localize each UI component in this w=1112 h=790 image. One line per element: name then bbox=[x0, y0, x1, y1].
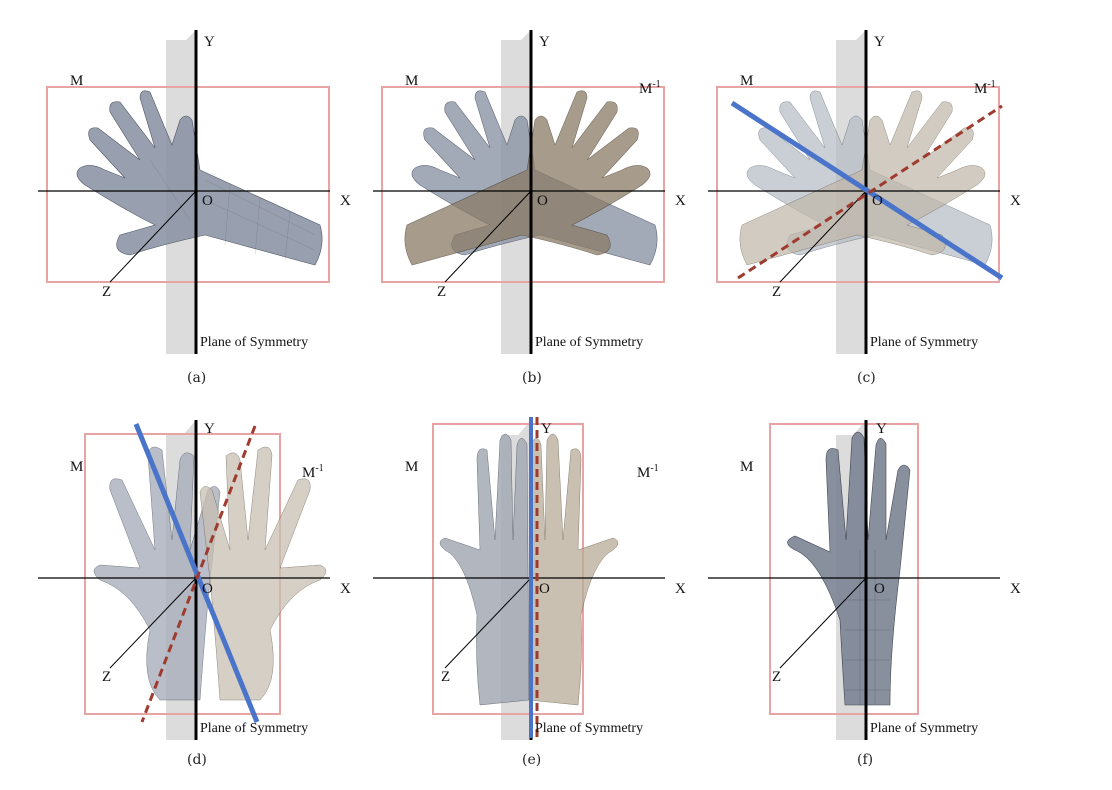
y-axis-label: Y bbox=[204, 421, 215, 437]
x-axis-label: X bbox=[675, 581, 686, 597]
bounding-frame bbox=[381, 86, 665, 283]
panel-d-figure bbox=[38, 420, 330, 740]
model-label: M bbox=[405, 459, 419, 475]
mirror-axis-line bbox=[140, 425, 257, 723]
z-axis-label: Z bbox=[102, 284, 112, 300]
panel-e-figure bbox=[373, 417, 665, 740]
panel-c: Y X Z O M M-1 Plane of Symmetry (c) bbox=[700, 20, 1040, 410]
mirror-model-label: M-1 bbox=[639, 79, 661, 97]
bounding-frame bbox=[716, 86, 1000, 283]
plane-label: Plane of Symmetry bbox=[200, 721, 309, 736]
symmetry-plane-top bbox=[836, 30, 866, 60]
symmetry-plane-top bbox=[501, 30, 531, 60]
y-axis-label: Y bbox=[541, 421, 552, 437]
x-axis-label: X bbox=[340, 581, 351, 597]
z-axis bbox=[779, 577, 867, 669]
model-label: M bbox=[405, 73, 419, 89]
caption-b: (b) bbox=[522, 370, 542, 386]
y-axis-label: Y bbox=[876, 421, 887, 437]
panel-d: Y X Z O M M-1 Plane of Symmetry (d) bbox=[30, 400, 370, 790]
origin-label: O bbox=[202, 581, 213, 597]
z-axis bbox=[109, 190, 197, 283]
panel-b: Y X Z O M M-1 Plane of Symmetry (b) bbox=[365, 20, 705, 410]
z-axis bbox=[109, 577, 197, 669]
hand-mesh bbox=[93, 446, 221, 701]
origin-label: O bbox=[872, 193, 883, 209]
principal-axis-line bbox=[730, 100, 1004, 281]
x-axis-label: X bbox=[675, 193, 686, 209]
caption-f: (f) bbox=[857, 752, 874, 768]
caption-e: (e) bbox=[522, 752, 542, 768]
caption-a: (a) bbox=[187, 370, 207, 386]
bounding-frame bbox=[769, 423, 919, 715]
plane-label: Plane of Symmetry bbox=[870, 721, 979, 736]
caption-d: (d) bbox=[187, 752, 207, 768]
panel-f: Y X Z O M Plane of Symmetry (f) bbox=[700, 400, 1040, 790]
origin-label: O bbox=[202, 193, 213, 209]
z-axis bbox=[444, 577, 532, 669]
y-axis-label: Y bbox=[204, 34, 215, 50]
z-axis bbox=[444, 190, 532, 283]
plane-label: Plane of Symmetry bbox=[535, 721, 644, 736]
caption-c: (c) bbox=[857, 370, 876, 386]
z-axis bbox=[779, 190, 867, 283]
plane-label: Plane of Symmetry bbox=[870, 335, 979, 350]
mirror-model-label: M-1 bbox=[974, 79, 996, 97]
y-axis-label: Y bbox=[874, 34, 885, 50]
mirror-axis-line bbox=[737, 104, 1003, 280]
model-label: M bbox=[70, 73, 84, 89]
bounding-frame bbox=[46, 86, 330, 283]
mirrored-hand-mesh bbox=[404, 90, 651, 266]
z-axis-label: Z bbox=[102, 669, 112, 685]
z-axis-label: Z bbox=[772, 284, 782, 300]
x-axis-label: X bbox=[1010, 581, 1021, 597]
z-axis-label: Z bbox=[441, 669, 451, 685]
hand-mesh bbox=[439, 433, 530, 706]
panel-a-figure bbox=[38, 30, 330, 354]
mirrored-hand-mesh bbox=[199, 446, 327, 701]
symmetry-plane-top bbox=[166, 420, 196, 455]
plane-label: Plane of Symmetry bbox=[535, 335, 644, 350]
model-label: M bbox=[70, 459, 84, 475]
origin-label: O bbox=[537, 193, 548, 209]
origin-label: O bbox=[874, 581, 885, 597]
hand-mesh bbox=[787, 431, 911, 706]
mirrored-hand-mesh bbox=[528, 433, 619, 706]
y-axis-label: Y bbox=[539, 34, 550, 50]
panel-c-figure bbox=[708, 30, 1004, 354]
z-axis-label: Z bbox=[772, 669, 782, 685]
z-axis-label: Z bbox=[437, 284, 447, 300]
mirrored-hand-mesh bbox=[739, 90, 986, 266]
principal-axis-line bbox=[133, 423, 260, 723]
mirror-model-label: M-1 bbox=[637, 463, 659, 481]
panel-a: Y X Z O M Plane of Symmetry (a) bbox=[30, 20, 370, 410]
panel-e: Y X Z O M M-1 Plane of Symmetry (e) bbox=[365, 400, 705, 790]
symmetry-plane-top bbox=[166, 30, 196, 60]
x-axis-label: X bbox=[340, 193, 351, 209]
hand-mesh bbox=[76, 90, 323, 266]
panel-b-figure bbox=[373, 30, 665, 354]
mesh-lines bbox=[149, 159, 316, 261]
panel-f-figure bbox=[708, 420, 1000, 740]
model-label: M bbox=[740, 73, 754, 89]
origin-label: O bbox=[539, 581, 550, 597]
plane-label: Plane of Symmetry bbox=[200, 335, 309, 350]
mirror-model-label: M-1 bbox=[302, 463, 324, 481]
x-axis-label: X bbox=[1010, 193, 1021, 209]
model-label: M bbox=[740, 459, 754, 475]
